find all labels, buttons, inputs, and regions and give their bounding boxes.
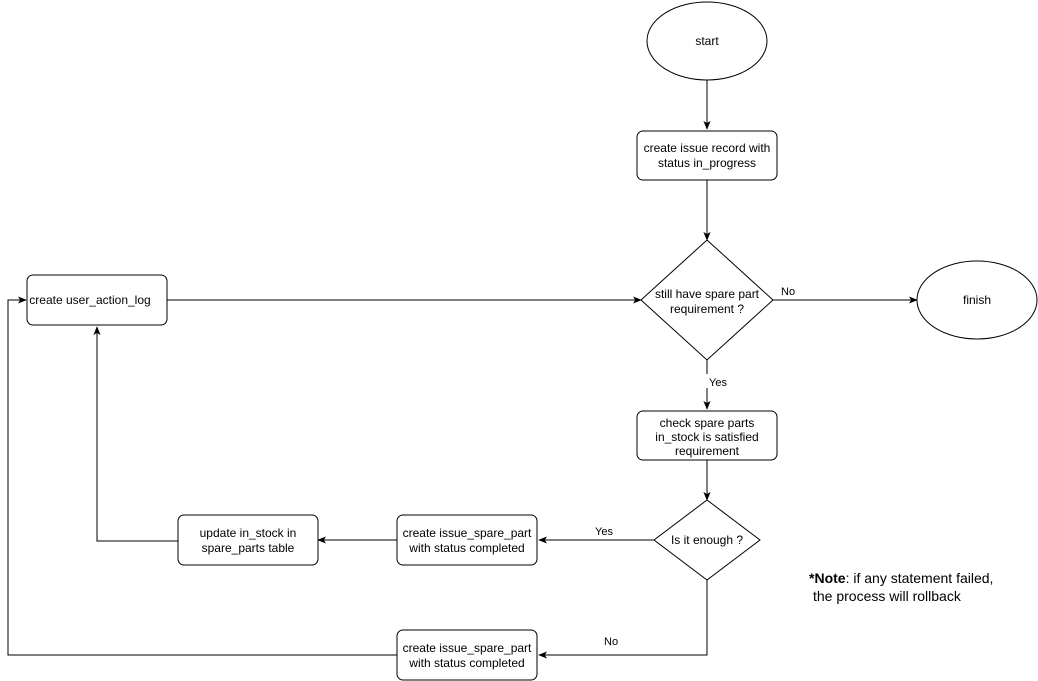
node-issue-spare-part-yes: create issue_spare_part with status comp… <box>396 514 538 566</box>
edge-label-no-finish: No <box>781 286 795 298</box>
decision-requirement-line2: requirement ? <box>670 302 744 316</box>
update-in-stock-line1: update in_stock in <box>200 526 297 540</box>
user-action-log-label: create user_action_log <box>29 293 150 307</box>
node-decision-requirement: still have spare part requirement ? <box>640 239 774 361</box>
node-decision-enough: Is it enough ? <box>653 499 761 581</box>
issue-spare-part-no-line1: create issue_spare_part <box>403 641 532 655</box>
note-line1-rest: : if any statement failed, <box>845 570 994 586</box>
node-start: start <box>646 1 768 81</box>
start-label: start <box>695 34 719 48</box>
note-bold: Note <box>814 570 846 586</box>
node-create-issue-record: create issue record with status in_progr… <box>636 130 778 181</box>
check-stock-line3: requirement <box>675 444 740 458</box>
node-issue-spare-part-no: create issue_spare_part with status comp… <box>396 629 538 681</box>
issue-spare-part-yes-line2: with status completed <box>408 541 524 555</box>
check-stock-line2: in_stock is satisfied <box>655 430 758 444</box>
note-line1: *Note: if any statement failed, <box>809 569 993 587</box>
issue-spare-part-yes-line1: create issue_spare_part <box>403 526 532 540</box>
decision-requirement-line1: still have spare part <box>655 287 760 301</box>
node-check-stock: check spare parts in_stock is satisfied … <box>636 410 778 461</box>
create-issue-line1: create issue record with <box>644 141 771 155</box>
create-issue-line2: status in_progress <box>658 156 756 170</box>
finish-label: finish <box>963 293 991 307</box>
update-in-stock-line2: spare_parts table <box>202 541 295 555</box>
issue-spare-part-no-line2: with status completed <box>408 656 524 670</box>
node-finish: finish <box>916 260 1038 340</box>
note-prefix: * <box>809 570 815 586</box>
note-line2: the process will rollback <box>813 588 961 604</box>
decision-enough-label: Is it enough ? <box>671 533 743 547</box>
edge-update-stock-to-user-action-log <box>93 326 178 542</box>
edge-label-yes-enough: Yes <box>595 526 613 538</box>
check-stock-line1: check spare parts <box>660 416 755 430</box>
rollback-note: *Note: if any statement failed, the proc… <box>809 569 993 605</box>
edge-label-no-enough: No <box>604 636 618 648</box>
edge-enough-no-to-issue-spare-part <box>538 580 708 659</box>
edge-issue-spare-part-no-to-user-action-log <box>7 296 397 656</box>
edge-label-yes-check: Yes <box>709 377 727 389</box>
node-update-in-stock: update in_stock in spare_parts table <box>177 514 319 566</box>
node-user-action-log: create user_action_log <box>26 274 168 326</box>
